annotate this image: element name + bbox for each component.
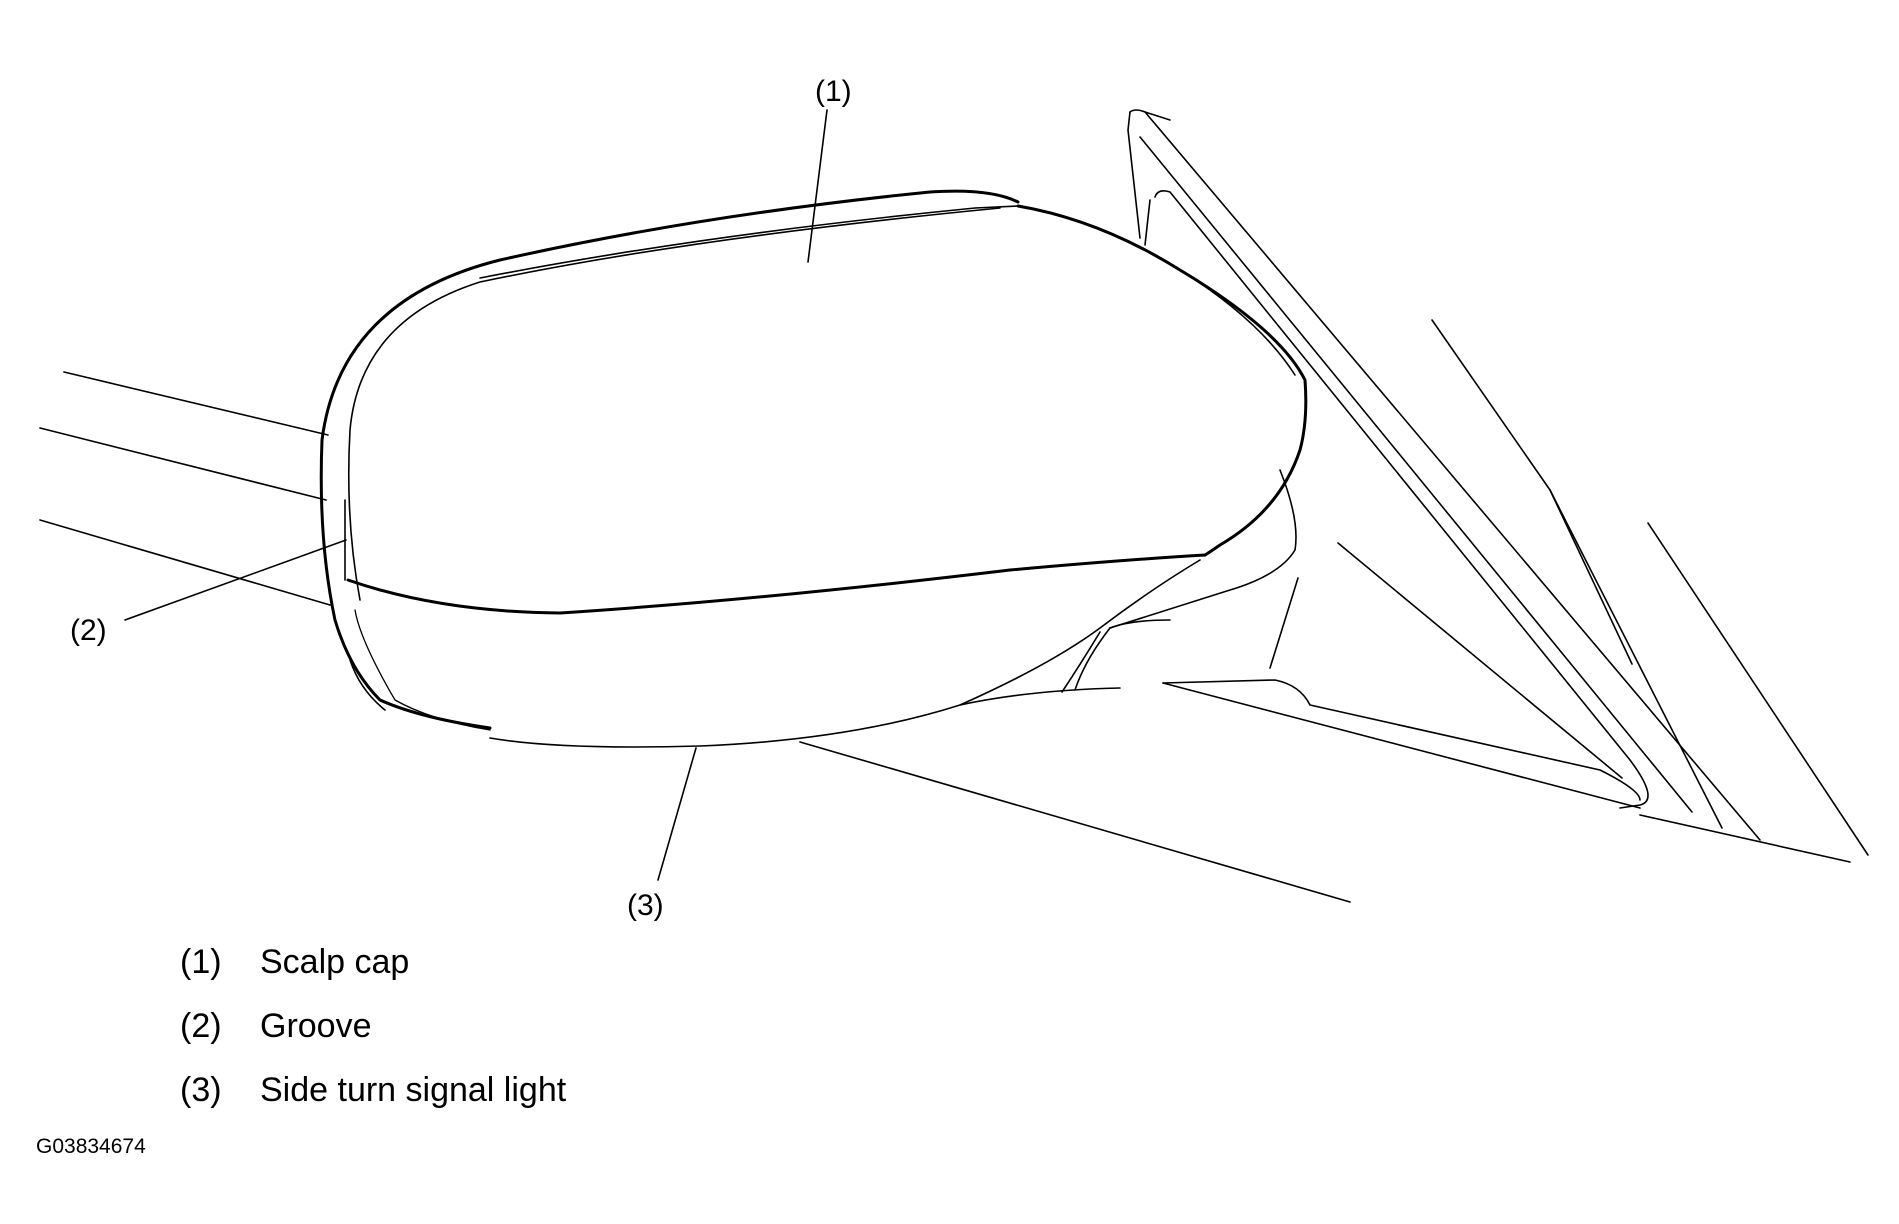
legend-label: Side turn signal light xyxy=(260,1071,567,1109)
body-reference-lines-left xyxy=(39,371,331,606)
leader-line-1 xyxy=(807,109,828,263)
legend-number: (1) xyxy=(180,943,222,981)
callout-3: (3) xyxy=(627,889,664,922)
callout-1: (1) xyxy=(815,75,852,108)
legend-number: (2) xyxy=(180,1007,222,1045)
leader-line-3 xyxy=(657,747,697,881)
leader-lines xyxy=(124,109,828,881)
mirror-housing xyxy=(319,189,1020,731)
callout-2: (2) xyxy=(70,614,107,647)
leader-line-2 xyxy=(124,539,347,621)
legend-label: Scalp cap xyxy=(260,943,410,981)
window-frame xyxy=(1127,109,1761,841)
figure-id: G03834674 xyxy=(36,1135,146,1158)
turn-signal-light xyxy=(489,559,1201,748)
body-reference-lines-right xyxy=(799,319,1869,903)
legend-number: (3) xyxy=(180,1071,222,1109)
legend-label: Groove xyxy=(260,1007,372,1045)
scalp-cap xyxy=(346,204,1308,615)
mirror-base xyxy=(1061,469,1641,809)
